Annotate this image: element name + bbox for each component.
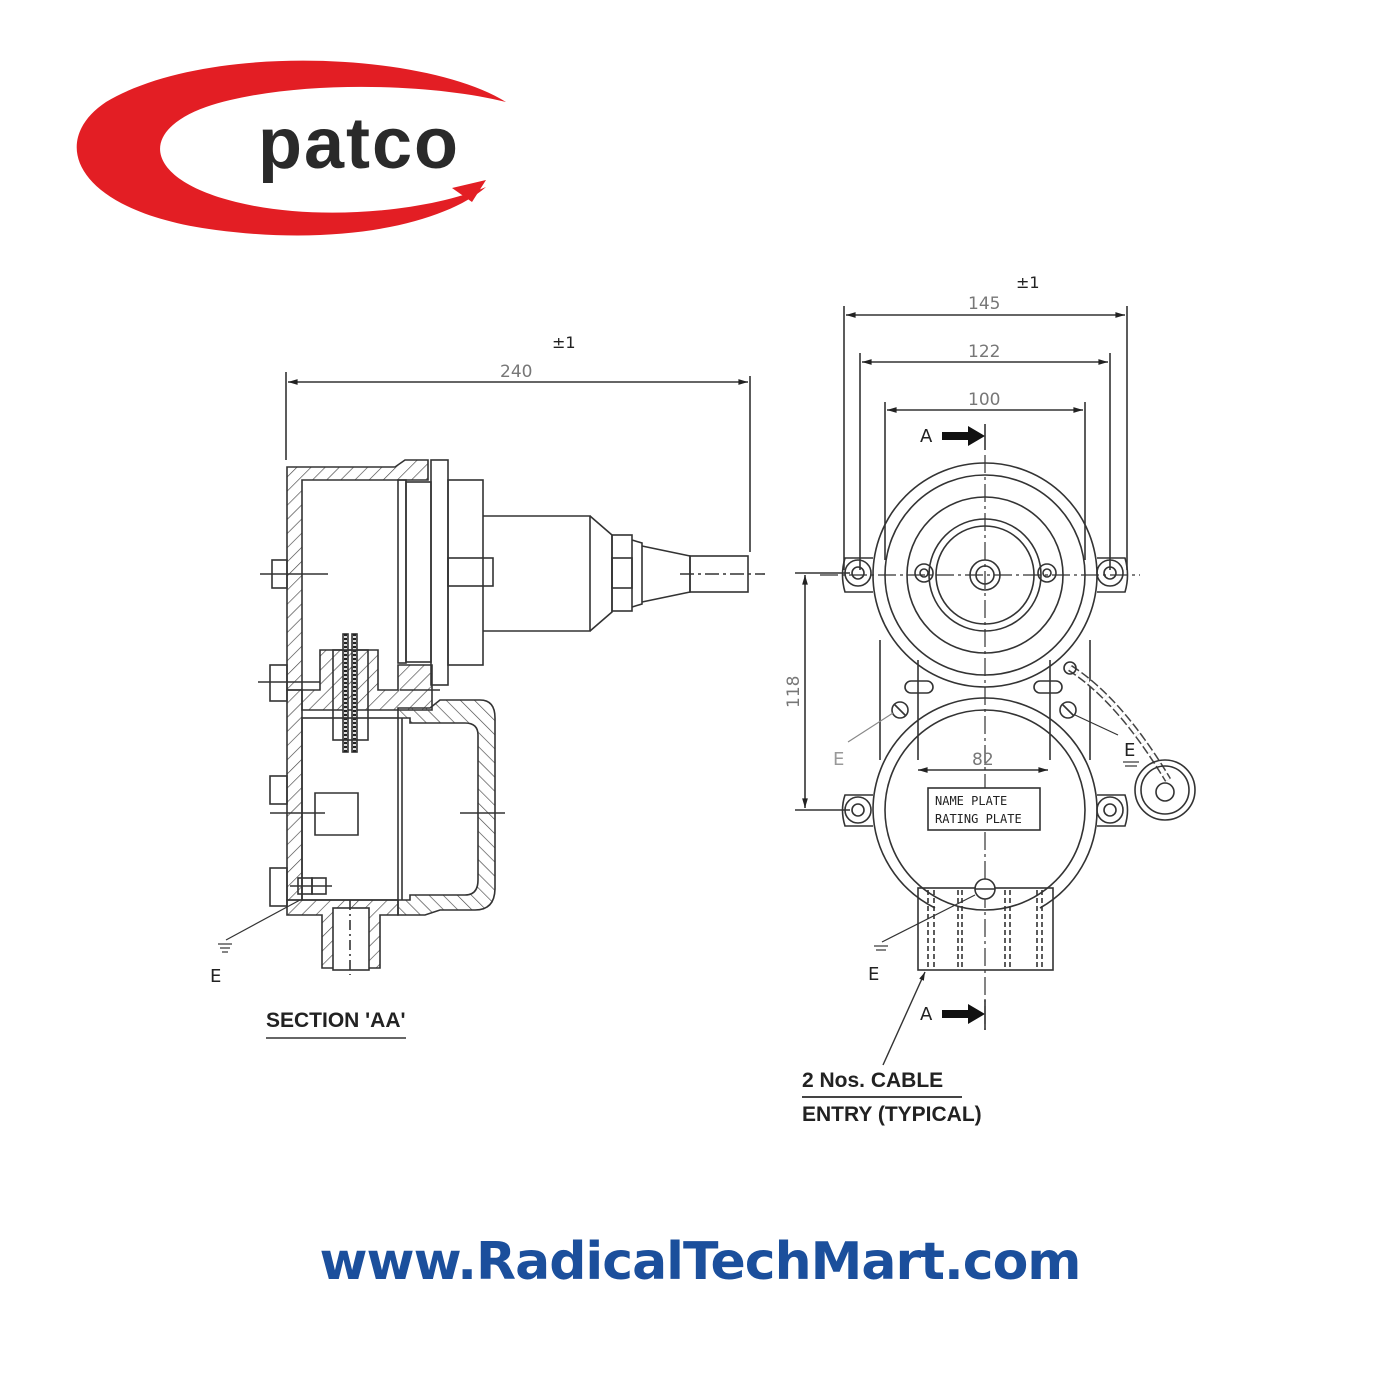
rating-plate-label: RATING PLATE (935, 812, 1022, 826)
front-tolerance: ±1 (1016, 273, 1040, 292)
logo-swoosh-icon (76, 60, 506, 236)
name-plate-label: NAME PLATE (935, 794, 1007, 808)
section-marker-a-top: A (920, 426, 933, 447)
cable-entry-caption-line2: ENTRY (TYPICAL) (802, 1103, 982, 1126)
patco-logo (66, 52, 576, 237)
website-url: www.RadicalTechMart.com (319, 1232, 1082, 1292)
logo-wordmark: patco (258, 104, 461, 184)
dim-122: 122 (968, 342, 1000, 362)
section-tolerance: ±1 (552, 333, 576, 352)
dim-118: 118 (784, 676, 804, 708)
earth-label-left: E (833, 749, 844, 770)
section-marker-a-bottom: A (920, 1004, 933, 1025)
dim-240: 240 (500, 362, 532, 382)
dim-82: 82 (972, 750, 994, 770)
earth-label-bottom: E (868, 964, 879, 985)
cable-entry-caption-line1: 2 Nos. CABLE (802, 1070, 962, 1098)
dim-145: 145 (968, 294, 1000, 314)
dim-100: 100 (968, 390, 1000, 410)
section-aa-view (218, 372, 765, 975)
section-aa-caption: SECTION 'AA' (266, 1010, 406, 1039)
front-view (795, 306, 1196, 1066)
section-earth-label: E (210, 966, 221, 987)
earth-label-right: E (1124, 740, 1135, 761)
